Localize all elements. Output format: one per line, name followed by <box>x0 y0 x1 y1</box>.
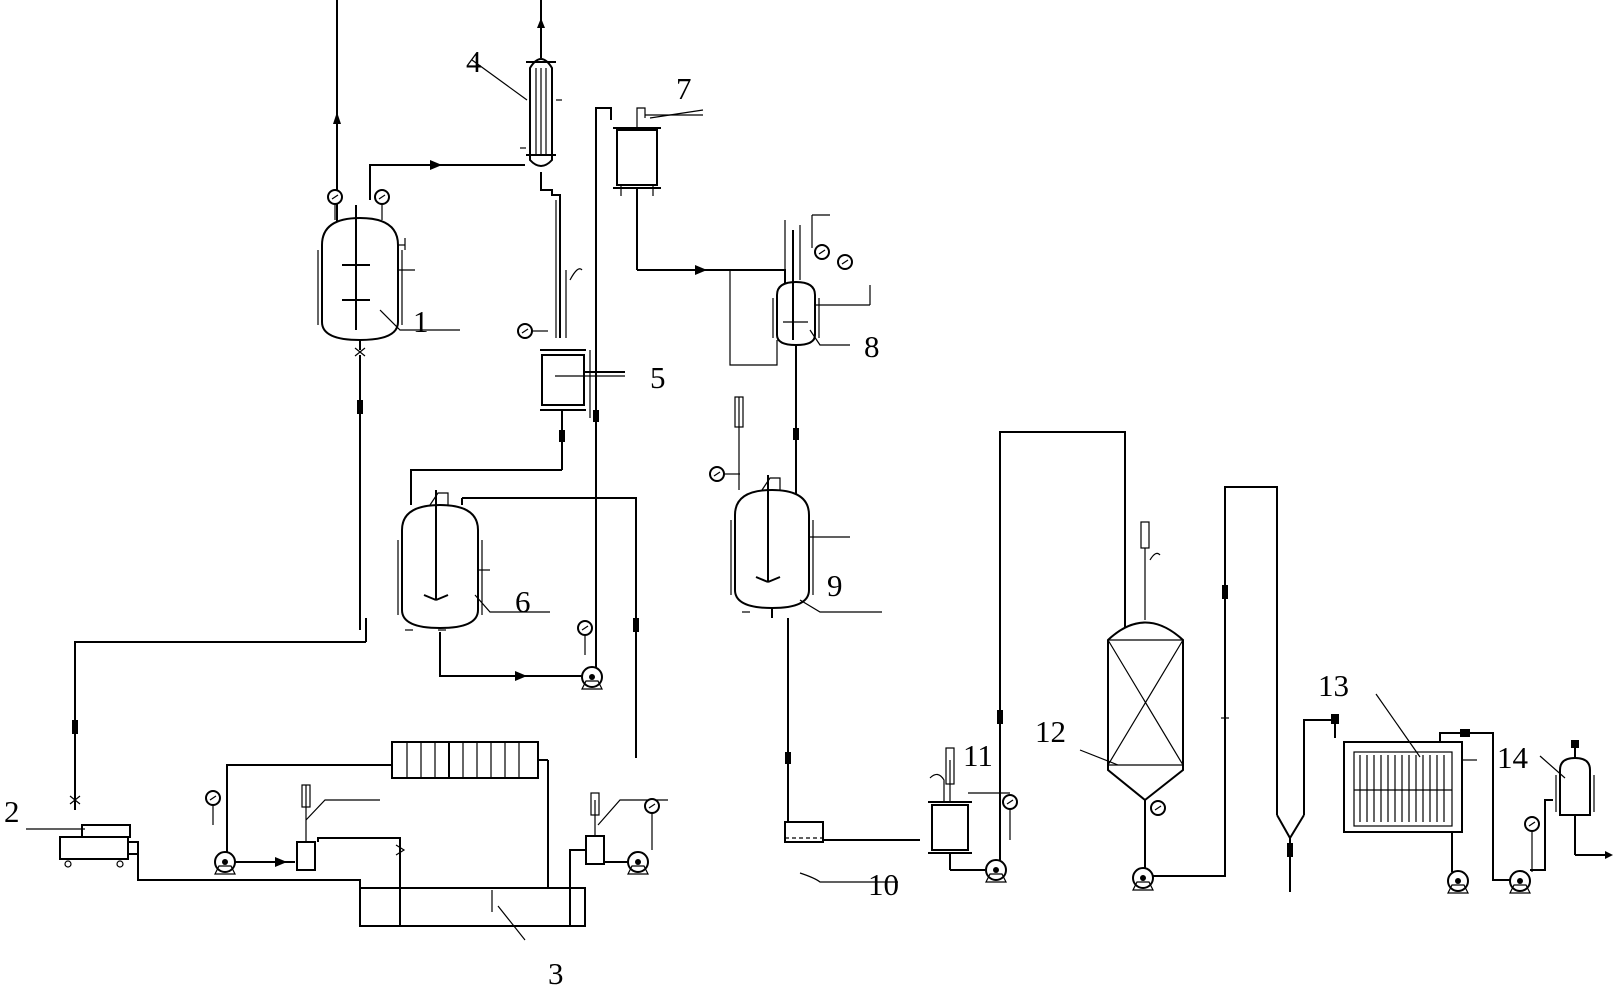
leader-lines <box>26 59 1566 941</box>
pump-12 <box>1132 867 1154 891</box>
line-pump-to-7 <box>595 107 612 667</box>
line-2-to-3 <box>137 850 361 888</box>
line-8-bypass <box>729 270 778 366</box>
label-3: 3 <box>548 956 564 991</box>
pump-6 <box>581 666 603 690</box>
line-12-out <box>1153 486 1278 877</box>
line-13-to-pump <box>1492 828 1512 881</box>
column-12 <box>1107 521 1184 868</box>
tank-10 <box>784 821 898 883</box>
membrane-unit-13 <box>1343 729 1494 872</box>
gauge-14 <box>1524 816 1540 832</box>
label-2: 2 <box>4 794 20 829</box>
reactor-1 <box>317 0 460 357</box>
line-6-to-pump <box>439 632 585 677</box>
label-9: 9 <box>827 568 843 603</box>
centrifuge-2 <box>59 641 366 868</box>
line-1-to-4 <box>369 164 525 200</box>
label-11: 11 <box>963 738 993 773</box>
filter-press <box>391 741 549 888</box>
reactor-6 <box>397 490 550 631</box>
line-6-recycle <box>462 497 637 758</box>
line-4-to-5 <box>540 185 561 338</box>
receiver-5 <box>517 323 625 470</box>
feed-group-left <box>205 764 406 875</box>
label-13: 13 <box>1318 668 1349 703</box>
feed-group-right <box>569 792 668 875</box>
label-5: 5 <box>650 360 666 395</box>
vessel-11 <box>928 747 1010 871</box>
pump-14 <box>1509 870 1531 894</box>
pump-13 <box>1447 870 1469 894</box>
reactor-9 <box>709 396 882 618</box>
label-14: 14 <box>1497 740 1529 775</box>
label-6: 6 <box>515 584 531 619</box>
label-12: 12 <box>1035 714 1066 749</box>
line-11-to-12 <box>999 431 1126 860</box>
pump-11 <box>985 859 1007 883</box>
label-7: 7 <box>676 71 692 106</box>
condenser-4 <box>520 0 562 185</box>
gauge-6 <box>577 620 593 636</box>
label-4: 4 <box>466 44 482 79</box>
line-5-to-6 <box>410 469 562 505</box>
label-10: 10 <box>868 867 899 902</box>
tank-3 <box>359 866 586 927</box>
reactor-8 <box>772 214 871 500</box>
label-8: 8 <box>864 329 880 364</box>
vessel-7 <box>613 107 703 270</box>
vessel-14 <box>1555 740 1613 859</box>
line-7-to-8 <box>637 269 786 290</box>
line-9-to-11 <box>787 618 920 841</box>
label-1: 1 <box>413 304 429 339</box>
gauge-11 <box>1002 794 1018 810</box>
